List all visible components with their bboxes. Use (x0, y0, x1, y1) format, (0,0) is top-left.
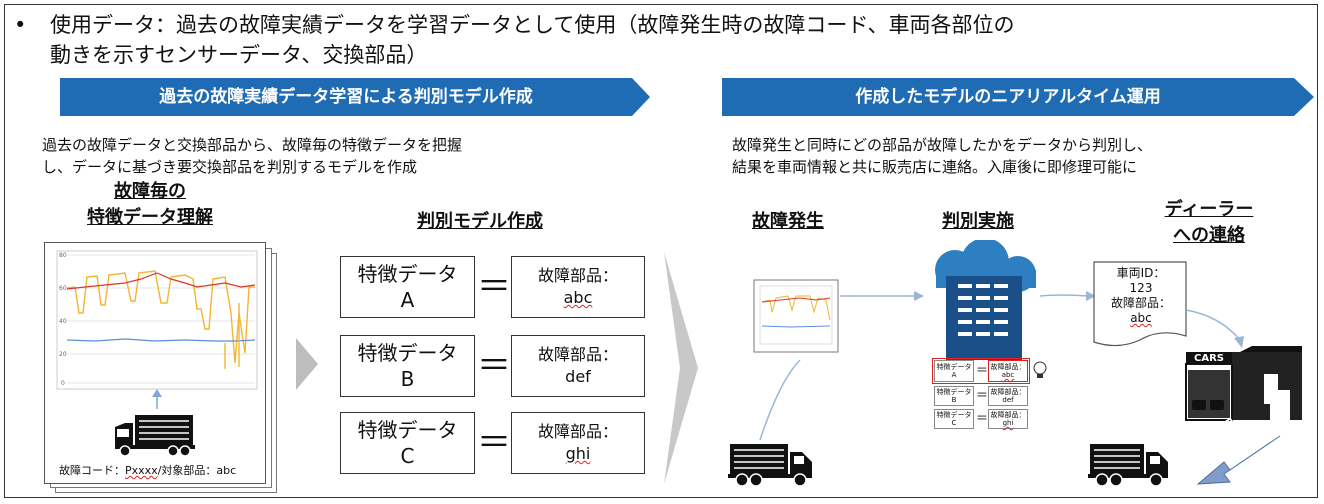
part-label: 故障部品： (537, 266, 618, 285)
mini-highlight (932, 358, 1030, 384)
heading-failure-occurs: 故障発生 (752, 211, 824, 232)
feature-label: 特徴データ (357, 418, 458, 442)
mini-part-value: abc (1001, 371, 1015, 379)
contact-document (1093, 261, 1187, 347)
chart-tick: 40 (59, 318, 67, 325)
operation-flow-graphic (728, 240, 1302, 487)
truck-icon (115, 415, 195, 457)
header-line-1: 使用データ：過去の故障実績データを学習データとして使用（故障発生時の故障コード、… (50, 13, 1015, 37)
chart-tick: 0 (61, 380, 65, 387)
car-dealer-store-icon (1185, 346, 1302, 421)
mini-part-box-ghi: 故障部品：ghi (988, 409, 1028, 429)
caption-part: abc (216, 464, 237, 477)
heading-feature-understanding-2: 特徴データ理解 (87, 207, 213, 228)
repair-arrow (1196, 435, 1281, 485)
mini-feature-label: 特徴データ (936, 411, 972, 419)
mini-equals: ＝ (976, 411, 989, 425)
truck-icon (1088, 444, 1168, 487)
heading-judgement: 判別実施 (942, 211, 1014, 232)
header-bullet: • (14, 13, 27, 37)
part-label: 故障部品： (537, 345, 618, 364)
mini-part-value: ghi (1002, 419, 1014, 427)
right-banner-title: 作成したモデルのニアリアルタイム運用 (855, 87, 1161, 107)
doc-vehicle-id-label: 車両ID： (1116, 266, 1166, 280)
feature-label: 特徴データ (357, 262, 458, 286)
left-banner-title: 過去の故障実績データ学習による判別モデル作成 (159, 87, 533, 107)
equals-sign: ＝ (477, 346, 511, 386)
part-value: abc (563, 288, 593, 307)
part-value: ghi (565, 444, 591, 463)
truck-caption: 故障コード：Pxxxx/対象部品：abc (59, 464, 236, 478)
feature-label: 特徴データ (357, 341, 458, 365)
chart-tick: 20 (59, 351, 67, 358)
chart-tick: 80 (59, 252, 67, 259)
left-desc-line-2: し、データに基づき要交換部品を判別するモデルを作成 (42, 158, 418, 176)
mini-equals: ＝ (976, 388, 989, 402)
header-line-2: 動きを示すセンサーデータ、交換部品） (50, 43, 428, 67)
store-sign: CARS (1194, 353, 1224, 364)
part-box-abc: 故障部品： abc (511, 256, 645, 318)
part-box-ghi: 故障部品： ghi (511, 412, 645, 474)
truck-icon (728, 444, 812, 487)
feature-data-page: 80 60 40 20 0 故障コード：Pxxxx/対象部品：abc (44, 242, 266, 484)
part-box-def: 故障部品： def (511, 335, 645, 397)
sensor-chart: 80 60 40 20 0 (56, 250, 258, 457)
mini-part-box-def: 故障部品：def (988, 386, 1028, 406)
mini-feature-letter: C (951, 419, 957, 427)
lightbulb-icon (1033, 361, 1047, 378)
mini-feature-letter: A (951, 371, 957, 379)
doc-vehicle-id-value: 123 (1129, 281, 1153, 295)
mini-part-label: 故障部品： (990, 388, 1026, 396)
right-section-banner: 作成したモデルのニアリアルタイム運用 (722, 78, 1314, 116)
doc-part-label: 故障部品： (1110, 296, 1171, 310)
equals-sign: ＝ (477, 423, 511, 463)
chart-tick: 60 (59, 285, 67, 292)
mini-part-box-abc: 故障部品：abc (988, 360, 1028, 382)
feature-letter: B (400, 367, 415, 391)
mini-feature-label: 特徴データ (936, 363, 972, 371)
caption-suffix: /対象部品： (157, 464, 217, 477)
heading-feature-understanding-1: 故障毎の (114, 181, 186, 202)
mini-part-value: def (1002, 396, 1014, 404)
doc-part-value: abc (1130, 311, 1152, 325)
chevron-right-icon (296, 338, 318, 390)
equals-sign: ＝ (477, 267, 511, 307)
mini-sensor-chart (753, 279, 839, 353)
mini-part-label: 故障部品： (990, 411, 1026, 419)
slide-frame (4, 4, 1318, 498)
heading-dealer-contact-2: への連絡 (1173, 225, 1245, 246)
mini-equals: ＝ (976, 363, 989, 377)
heading-dealer-contact-1: ディーラー (1164, 199, 1254, 220)
part-label: 故障部品： (537, 422, 618, 441)
feature-letter: A (400, 288, 415, 312)
cloud-server-icon (935, 240, 1036, 360)
mini-feature-label: 特徴データ (936, 388, 972, 396)
large-chevron-right-icon (664, 252, 698, 484)
left-section-banner: 過去の故障実績データ学習による判別モデル作成 (60, 78, 650, 116)
heading-model-creation: 判別モデル作成 (417, 211, 543, 232)
mini-feature-letter: B (951, 396, 957, 404)
mini-part-label: 故障部品： (990, 363, 1026, 371)
caption-code: Pxxxx (125, 464, 158, 477)
left-desc-line-1: 過去の故障データと交換部品から、故障毎の特徴データを把握 (42, 136, 463, 154)
right-desc-line-1: 故障発生と同時にどの部品が故障したかをデータから判別し、 (732, 136, 1153, 154)
caption-prefix: 故障コード： (59, 464, 125, 477)
feature-letter: C (400, 444, 415, 468)
part-value: def (565, 367, 591, 386)
right-desc-line-2: 結果を車両情報と共に販売店に連絡。入庫後に即修理可能に (732, 158, 1138, 176)
